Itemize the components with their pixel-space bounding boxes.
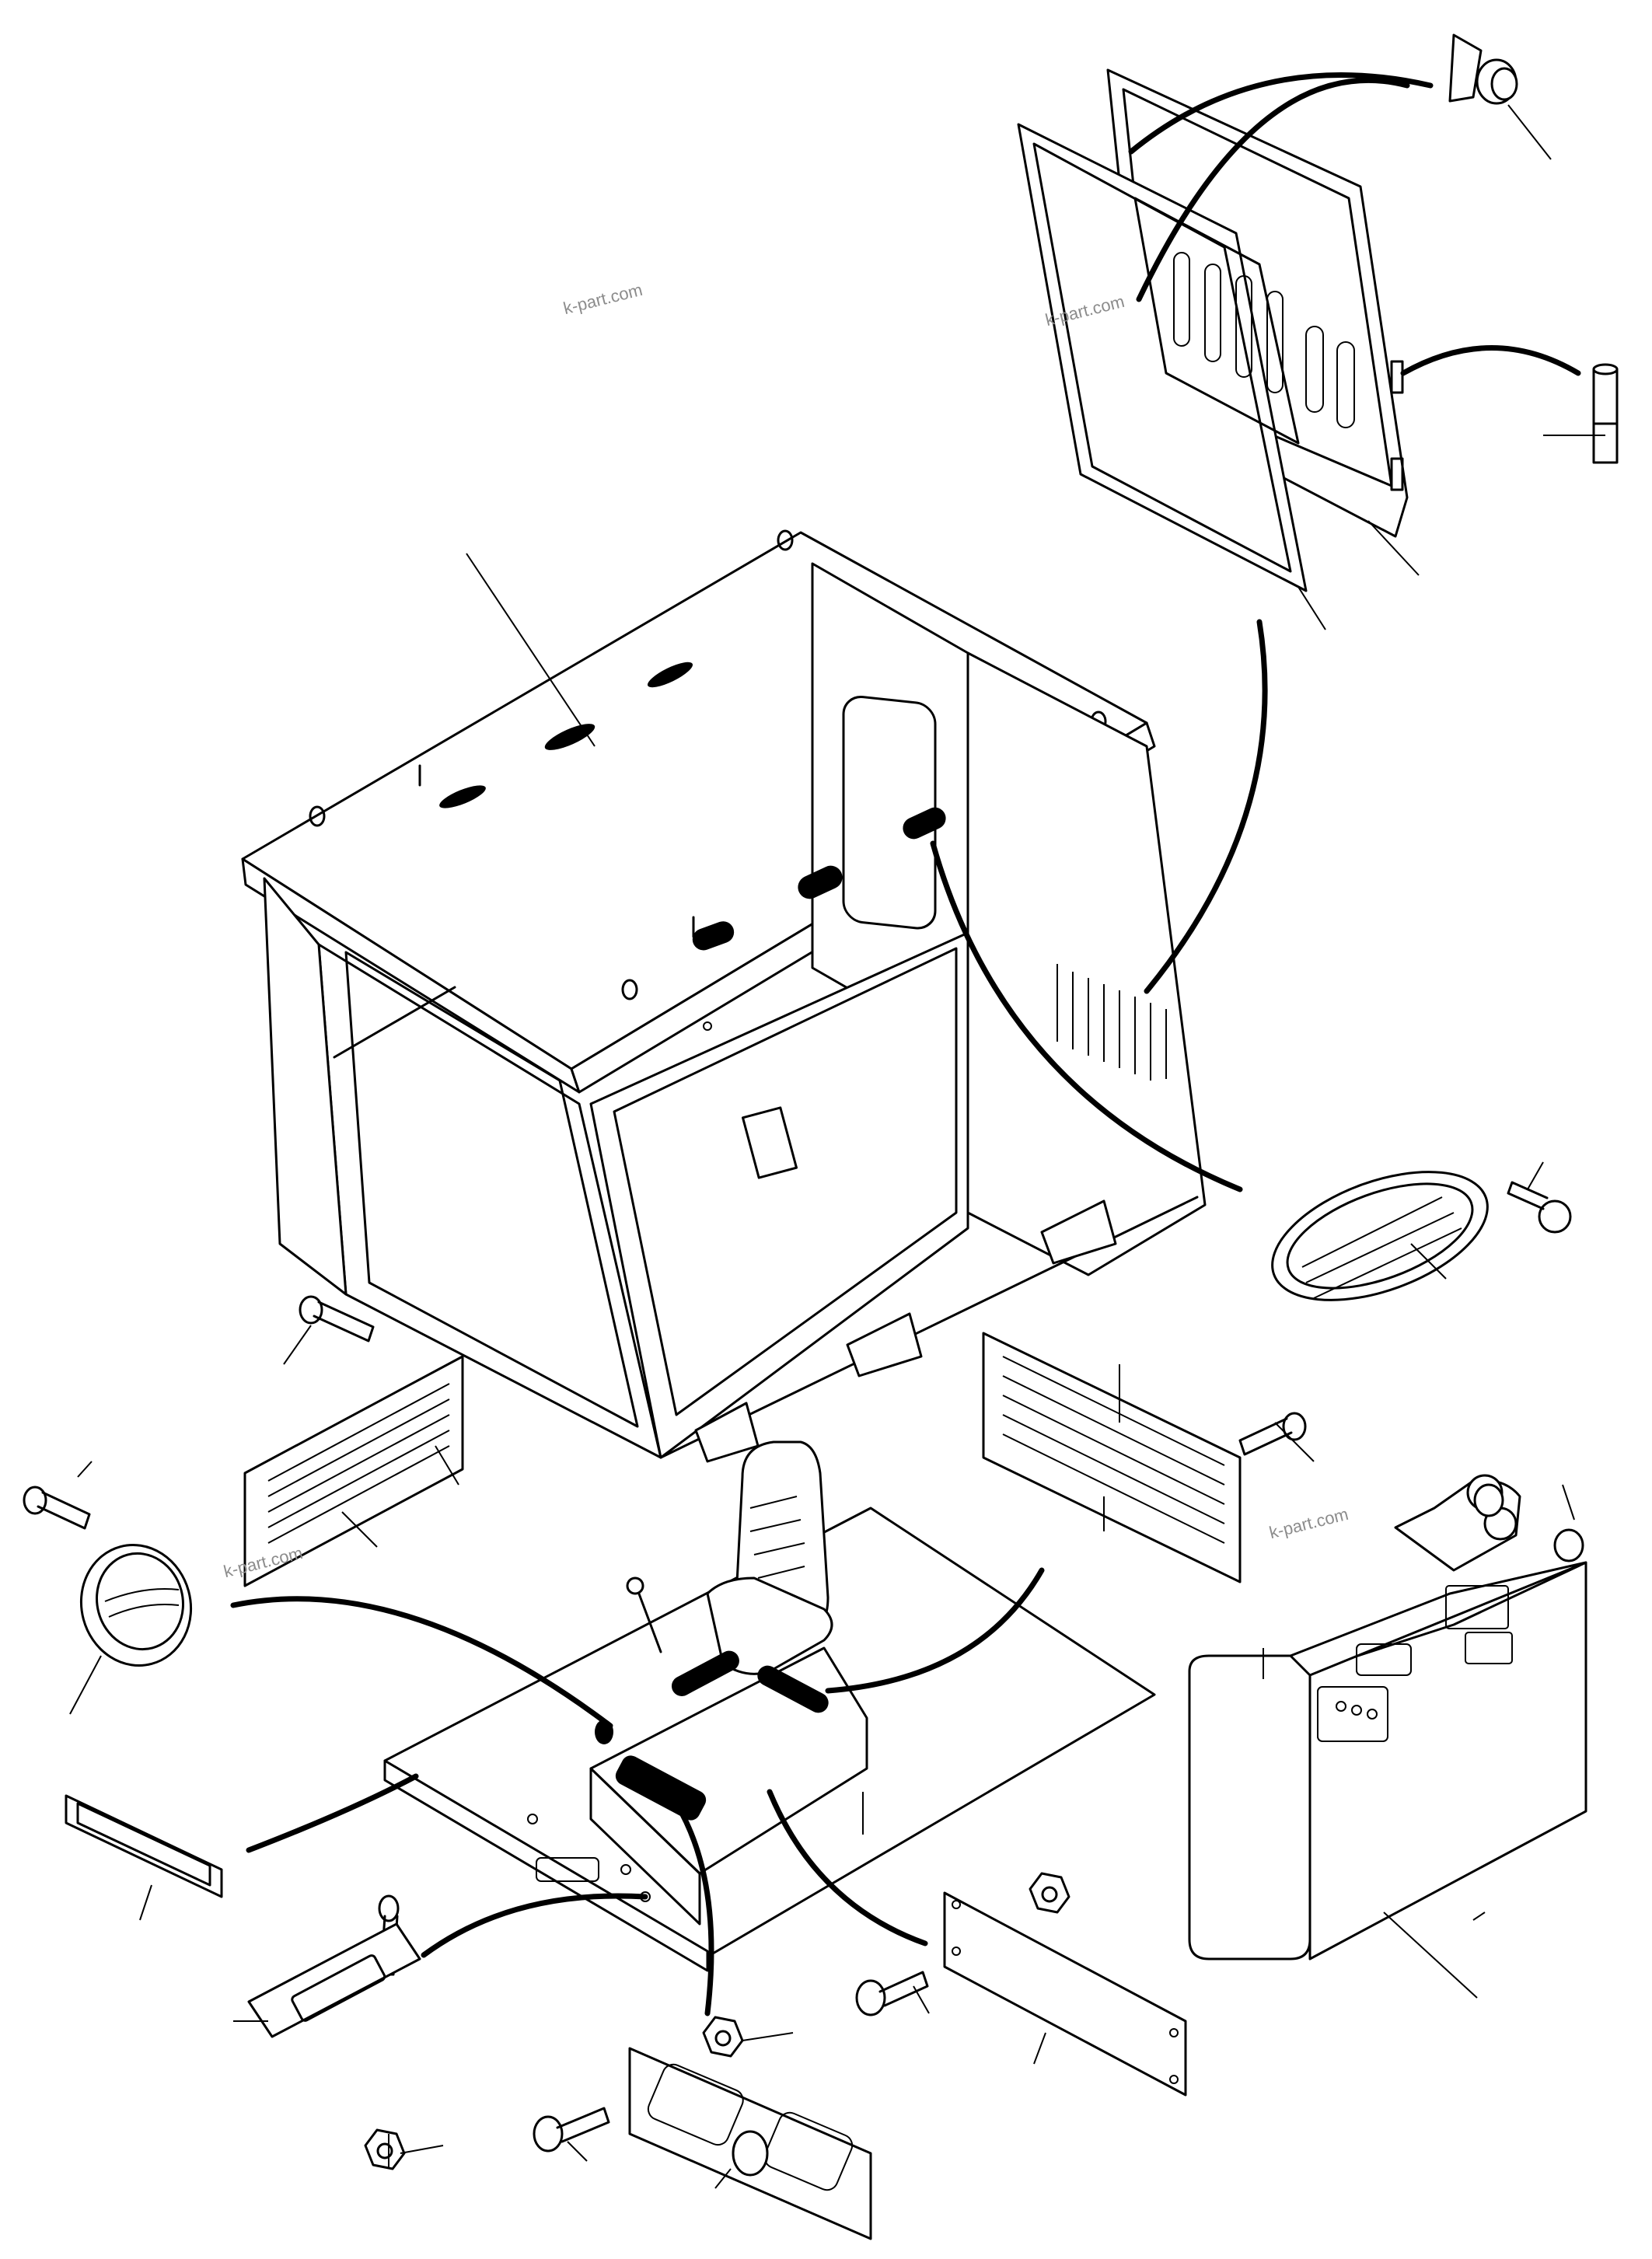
- slot-cover: [65, 1794, 223, 1898]
- tapping-screw: [1507, 1181, 1572, 1234]
- operator-seat: [626, 1440, 833, 1713]
- hinge-pin: [1592, 363, 1619, 464]
- side-grille-right: [982, 1332, 1242, 1583]
- hex-nut: [364, 1872, 1070, 2170]
- leader-lines: [69, 104, 1605, 2189]
- flange-bolt: [23, 1295, 1307, 2153]
- door-latch-handle: [1448, 33, 1518, 105]
- cover-plate: [943, 1891, 1187, 2097]
- assembly-arrows: [230, 72, 1581, 2016]
- oval-vent-grille: [1271, 1171, 1489, 1301]
- rear-door-frame: [1017, 123, 1308, 592]
- side-grille-left: [243, 1355, 464, 1587]
- round-vent-cap: [79, 1544, 193, 1667]
- switch-panel: [247, 1922, 872, 2240]
- right-console: [1188, 1474, 1587, 1960]
- cab-shell: [241, 529, 1207, 1463]
